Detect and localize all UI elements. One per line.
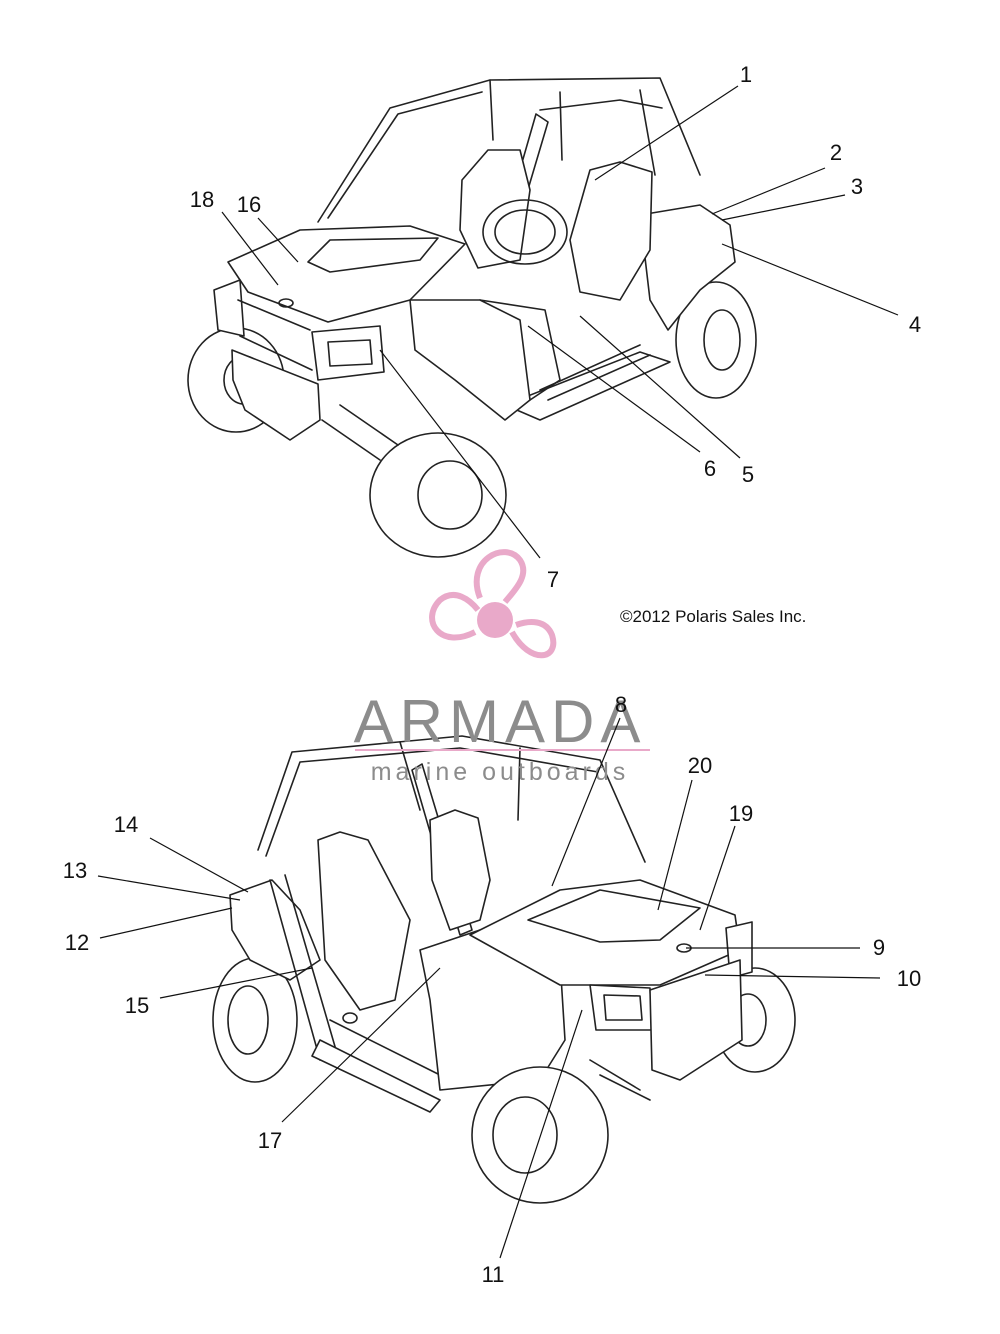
watermark-title: ARMADA bbox=[354, 688, 647, 755]
leader-14 bbox=[149, 837, 249, 893]
armada-watermark: ARMADA marine outboards bbox=[354, 549, 650, 786]
callout-14: 14 bbox=[114, 812, 138, 837]
callout-13: 13 bbox=[63, 858, 87, 883]
callout-18: 18 bbox=[190, 187, 214, 212]
callout-2: 2 bbox=[830, 140, 842, 165]
callout-12: 12 bbox=[65, 930, 89, 955]
callout-11: 11 bbox=[482, 1262, 505, 1287]
vehicle-bottom-illustration bbox=[212, 735, 796, 1204]
leader-17 bbox=[281, 967, 441, 1123]
callout-20: 20 bbox=[688, 753, 712, 778]
callout-9: 9 bbox=[873, 935, 885, 960]
copyright-notice: ©2012 Polaris Sales Inc. bbox=[620, 607, 806, 626]
leader-20 bbox=[657, 779, 693, 911]
callout-17: 17 bbox=[258, 1128, 282, 1153]
leader-3 bbox=[721, 194, 846, 221]
callout-4: 4 bbox=[909, 312, 921, 337]
callout-6: 6 bbox=[704, 456, 716, 481]
vehicle-top-illustration bbox=[187, 77, 757, 558]
leader-19 bbox=[699, 825, 736, 931]
leader-15 bbox=[159, 967, 313, 999]
leader-2 bbox=[711, 167, 826, 215]
leader-6 bbox=[527, 325, 701, 453]
watermark-subtitle: marine outboards bbox=[371, 758, 630, 786]
leader-1 bbox=[594, 85, 739, 181]
callout-10: 10 bbox=[897, 966, 921, 991]
leader-12 bbox=[99, 907, 233, 939]
callout-19: 19 bbox=[729, 801, 753, 826]
callout-15: 15 bbox=[125, 993, 149, 1018]
leader-lines bbox=[97, 85, 899, 1259]
leader-16 bbox=[257, 217, 299, 263]
leader-10 bbox=[704, 974, 881, 979]
leader-11 bbox=[499, 1009, 583, 1259]
callout-3: 3 bbox=[851, 174, 863, 199]
leader-5 bbox=[579, 315, 741, 459]
leader-7 bbox=[379, 349, 541, 559]
callout-8: 8 bbox=[615, 692, 627, 717]
callout-7: 7 bbox=[547, 567, 559, 592]
leader-4 bbox=[721, 243, 899, 316]
leader-13 bbox=[97, 875, 241, 901]
callout-labels: 1 2 3 4 5 6 7 8 9 10 11 12 13 14 15 16 1… bbox=[63, 62, 921, 1287]
propeller-logo-icon bbox=[429, 549, 557, 659]
callout-16: 16 bbox=[237, 192, 261, 217]
leader-18 bbox=[221, 211, 279, 286]
callout-1: 1 bbox=[740, 62, 752, 87]
leader-8 bbox=[551, 717, 621, 887]
callout-5: 5 bbox=[742, 462, 754, 487]
